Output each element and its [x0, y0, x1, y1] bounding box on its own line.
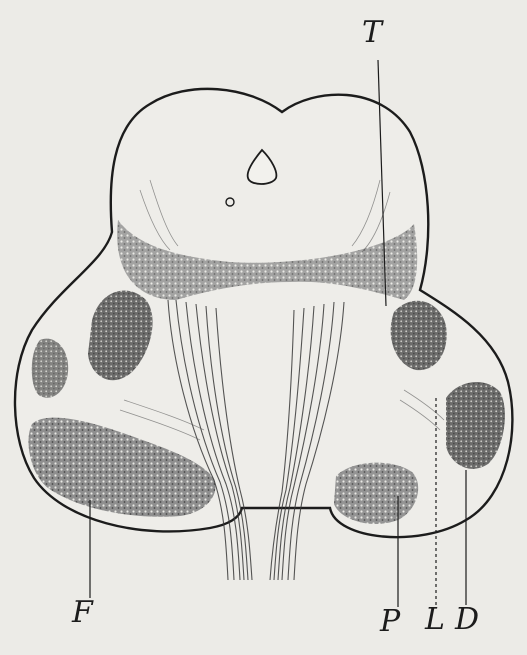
label-d: D [455, 605, 479, 635]
right-lower-patch [334, 463, 418, 524]
label-p: P [380, 607, 400, 637]
label-t: T [362, 18, 382, 48]
label-f: F [72, 598, 93, 628]
label-l: L [425, 605, 445, 635]
